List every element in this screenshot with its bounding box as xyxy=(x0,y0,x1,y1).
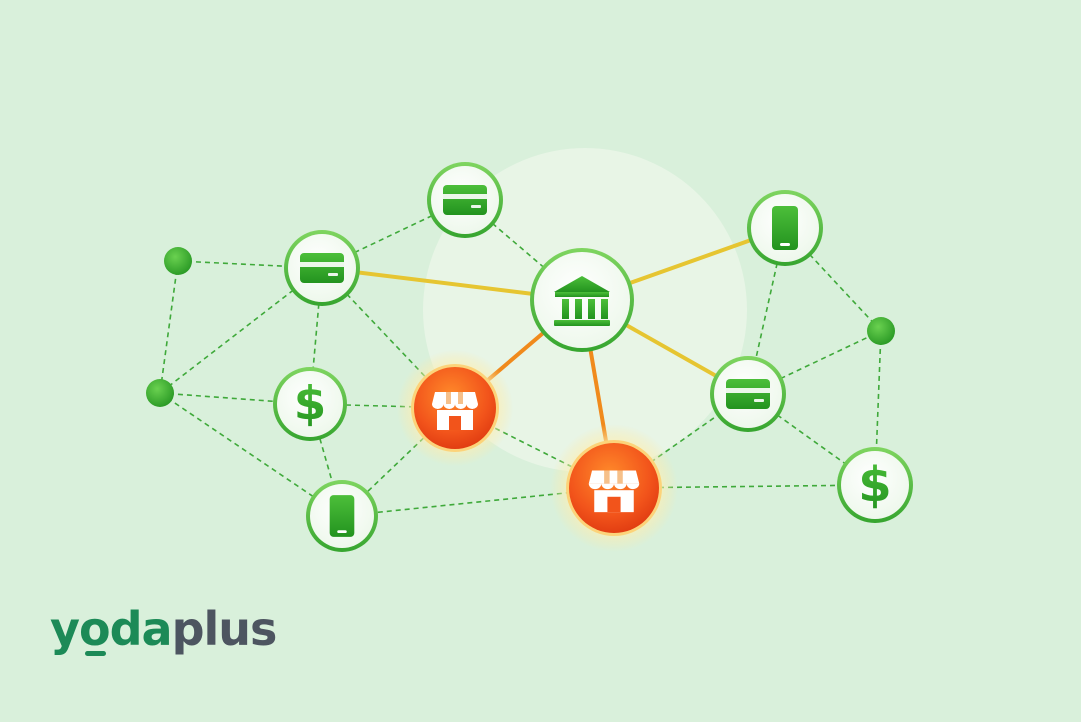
logo-y: y xyxy=(50,602,80,656)
bank-icon xyxy=(554,276,610,326)
node-card-top xyxy=(427,162,503,238)
node-dot-left-top xyxy=(164,247,192,275)
storefront-icon xyxy=(588,470,640,513)
smartphone-icon xyxy=(772,206,798,250)
logo-plus: plus xyxy=(171,602,278,656)
nodes: $$ xyxy=(146,162,913,552)
merchant-disc xyxy=(414,367,496,449)
dashed-link-dot-left-mid-dollar-left xyxy=(159,392,311,405)
logo-da: da xyxy=(109,602,173,656)
credit-card-icon xyxy=(300,253,344,283)
credit-card-icon xyxy=(726,379,770,409)
dashed-link-phone-top-right-dot-right xyxy=(784,227,882,332)
node-dollar-right: $ xyxy=(837,447,913,523)
dot-icon xyxy=(164,247,192,275)
node-dot-left-mid xyxy=(146,379,174,407)
merchant-disc xyxy=(569,443,659,533)
dashed-link-dot-left-mid-phone-bottom-left xyxy=(159,392,343,517)
node-dot-right xyxy=(867,317,895,345)
node-store-bottom xyxy=(550,424,678,552)
dashed-link-dot-left-top-dot-left-mid xyxy=(159,260,179,394)
node-card-right xyxy=(710,356,786,432)
smartphone-icon xyxy=(329,495,355,537)
node-phone-top-right xyxy=(747,190,823,266)
credit-card-icon xyxy=(443,185,487,215)
node-phone-bottom-left xyxy=(306,480,378,552)
dashed-link-card-right-dot-right xyxy=(747,330,882,395)
dot-icon xyxy=(146,379,174,407)
dollar-icon: $ xyxy=(294,378,327,432)
node-face xyxy=(841,451,909,519)
dashed-link-card-left-dot-left-mid xyxy=(159,267,323,394)
dashed-link-store-bottom-dollar-right xyxy=(613,484,876,489)
dollar-icon: $ xyxy=(858,457,891,513)
logo-o: o xyxy=(79,598,111,660)
storefront-icon xyxy=(432,392,478,430)
node-card-left xyxy=(284,230,360,306)
dot-icon xyxy=(867,317,895,345)
node-face xyxy=(277,371,343,437)
node-dollar-left: $ xyxy=(273,367,347,441)
node-bank xyxy=(530,248,634,352)
node-store-left xyxy=(396,349,514,467)
